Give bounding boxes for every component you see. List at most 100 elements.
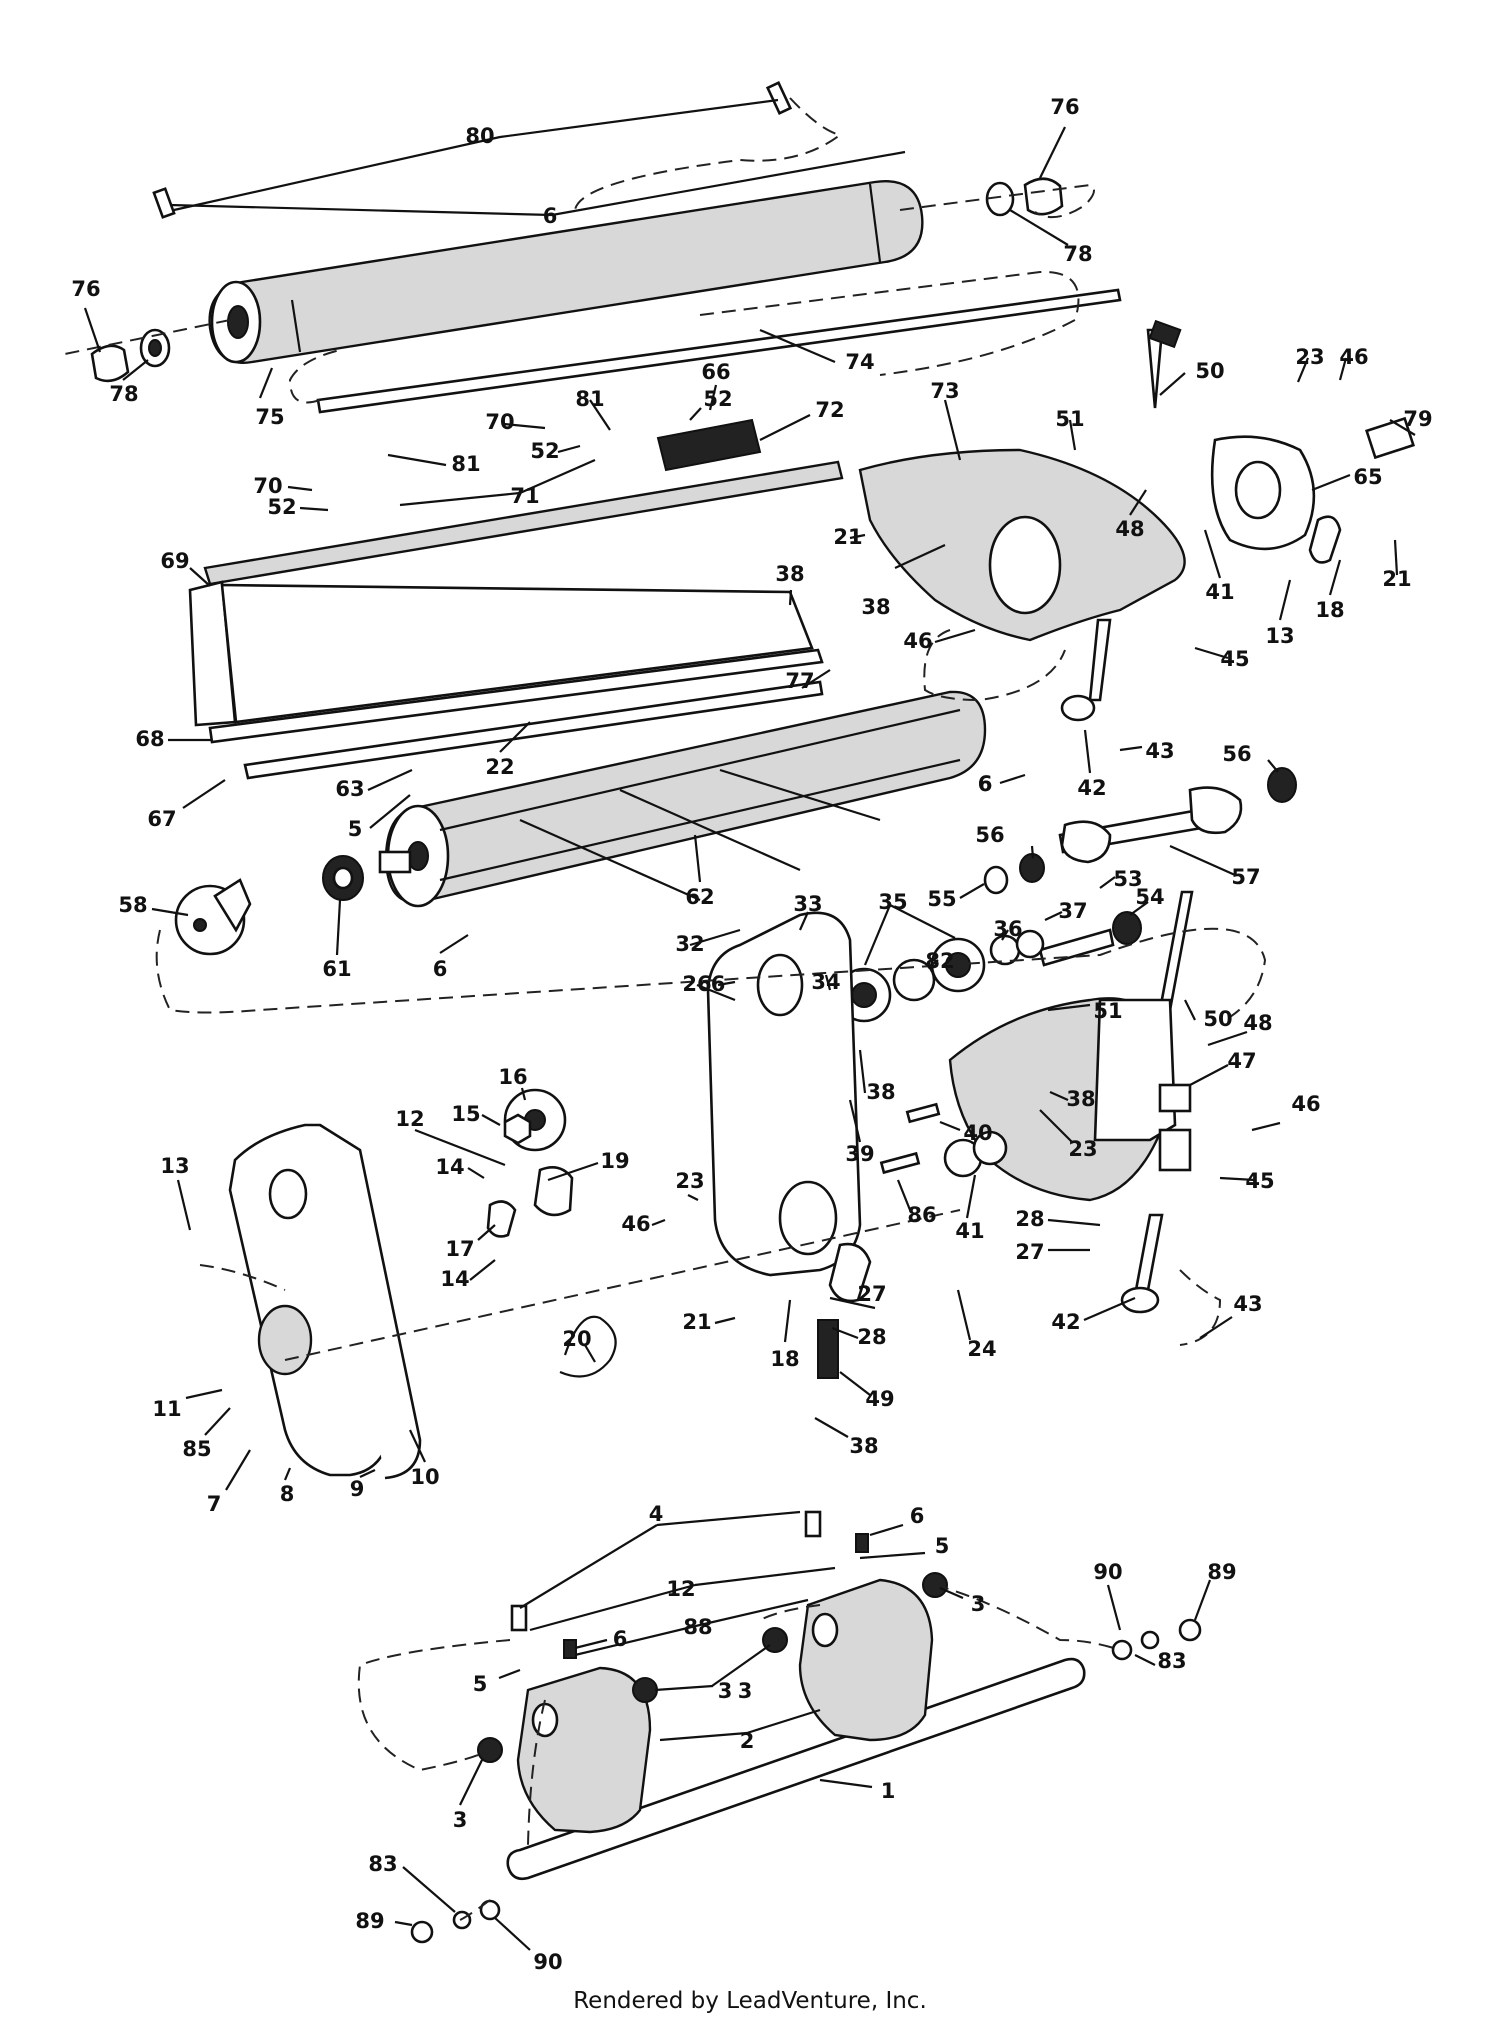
bracket-2-left-hole xyxy=(531,1702,559,1738)
leader-26 xyxy=(696,983,736,1002)
part-number-label: 78 xyxy=(109,382,138,406)
dash-roller-left xyxy=(59,319,231,356)
leader-15 xyxy=(481,1114,501,1126)
part-number-label: 52 xyxy=(530,439,559,463)
leader-56-left xyxy=(1030,845,1035,859)
part-number-label: 9 xyxy=(350,1477,365,1501)
right-side-plate-group xyxy=(858,319,1415,722)
part-number-label: 46 xyxy=(903,629,932,653)
coupler-57-left xyxy=(1060,820,1112,864)
part-number-label: 48 xyxy=(1243,1011,1272,1035)
part-number-label: 6 xyxy=(543,204,558,228)
part-number-label: 56 xyxy=(975,823,1004,847)
part-number-label: 45 xyxy=(1220,647,1249,671)
leader-49 xyxy=(839,1371,871,1396)
ring-36-b xyxy=(1015,929,1045,959)
part-number-label: 68 xyxy=(135,727,164,751)
part-number-label: 81 xyxy=(451,452,480,476)
leader-23-left xyxy=(687,1194,699,1201)
part-number-label: 74 xyxy=(845,350,874,374)
part-number-label: 12 xyxy=(666,1577,695,1601)
leader-17 xyxy=(477,1224,496,1241)
leader-23-mid xyxy=(1039,1109,1074,1144)
part-number-label: 46 xyxy=(621,1212,650,1236)
leader-5-lower-right xyxy=(859,1551,926,1560)
leader-53 xyxy=(1099,876,1116,889)
part-number-label: 11 xyxy=(152,1397,181,1421)
part-number-label: 6 xyxy=(910,1504,925,1528)
eyebolt-42-top-eye xyxy=(1060,694,1096,722)
dash-bolt-80 xyxy=(574,97,843,211)
part-number-label: 85 xyxy=(182,1437,211,1461)
cover-boss xyxy=(257,1304,313,1376)
leader-12-mid xyxy=(414,1128,506,1167)
part-number-label: 56 xyxy=(1222,742,1251,766)
dash-roller-right xyxy=(899,183,1095,219)
left-gear-housing-group xyxy=(228,1088,617,1480)
leader-85 xyxy=(204,1407,231,1436)
leader-28-lower xyxy=(831,1326,859,1340)
leader-52-a xyxy=(689,407,702,421)
leader-39 xyxy=(848,1099,862,1143)
strip-67 xyxy=(243,680,824,780)
part-number-label: 76 xyxy=(1050,95,1079,119)
eyebolt-42-lower-shank xyxy=(1134,1213,1164,1292)
footer-credit: Rendered by LeadVenture, Inc. xyxy=(573,1988,927,2014)
part-number-label: 65 xyxy=(1353,465,1382,489)
dash-sprocket xyxy=(155,927,1267,1021)
part-number-label: 43 xyxy=(1233,1292,1262,1316)
leader-6-reel xyxy=(999,773,1026,785)
part-number-label: 49 xyxy=(865,1387,894,1411)
part-number-label: 21 xyxy=(833,525,862,549)
leader-45-right xyxy=(1219,1176,1256,1182)
leader-32 xyxy=(689,928,741,947)
leader-74 xyxy=(759,328,836,364)
part-number-label: 13 xyxy=(1265,624,1294,648)
part-number-label: 22 xyxy=(485,755,514,779)
roller-bore xyxy=(227,305,249,339)
part-number-label: 20 xyxy=(562,1327,591,1351)
part-number-label: 41 xyxy=(1205,580,1234,604)
bearing-61-inner xyxy=(332,866,354,890)
leader-6-top xyxy=(169,150,906,217)
leader-13-top xyxy=(1278,579,1292,621)
rear-roller-group xyxy=(410,1510,1202,1944)
part-number-label: 89 xyxy=(355,1909,384,1933)
part-number-label: 70 xyxy=(253,474,282,498)
bolt-4-left xyxy=(510,1604,528,1632)
part-number-label: 70 xyxy=(485,410,514,434)
part-number-label: 79 xyxy=(1403,407,1432,431)
leader-12-lower xyxy=(529,1566,836,1632)
part-number-label: 19 xyxy=(600,1149,629,1173)
leader-42-lower xyxy=(1083,1296,1136,1322)
link-18-top xyxy=(1308,515,1342,564)
part-number-label: 62 xyxy=(685,885,714,909)
leader-35 xyxy=(863,904,956,966)
leader-47 xyxy=(1189,1064,1229,1086)
part-number-label: 90 xyxy=(1093,1560,1122,1584)
part-number-label: 14 xyxy=(440,1267,469,1291)
leader-8 xyxy=(283,1467,292,1481)
leader-41-top xyxy=(1203,529,1222,579)
leader-70-a xyxy=(503,422,546,430)
washer-83-right xyxy=(1140,1630,1160,1650)
part-number-label: 2 xyxy=(740,1729,755,1753)
leader-33 xyxy=(798,911,810,931)
leader-4 xyxy=(519,1510,801,1609)
bedknife-68 xyxy=(208,648,824,744)
part-number-label: 5 xyxy=(348,817,363,841)
bolt-80-left xyxy=(152,187,176,219)
part-number-label: 15 xyxy=(451,1102,480,1126)
part-number-label: 38 xyxy=(849,1434,878,1458)
leader-83-right xyxy=(1134,1654,1156,1666)
housing-65-bore xyxy=(1234,460,1282,520)
shaft-1 xyxy=(506,1657,1086,1881)
leader-41-mid xyxy=(965,1174,977,1219)
dash-shaft-74 xyxy=(288,270,1080,404)
leader-13-left xyxy=(176,1179,192,1231)
washer-90-right xyxy=(1111,1639,1133,1661)
bearing-41-b xyxy=(972,1130,1008,1166)
part-number-label: 81 xyxy=(575,387,604,411)
